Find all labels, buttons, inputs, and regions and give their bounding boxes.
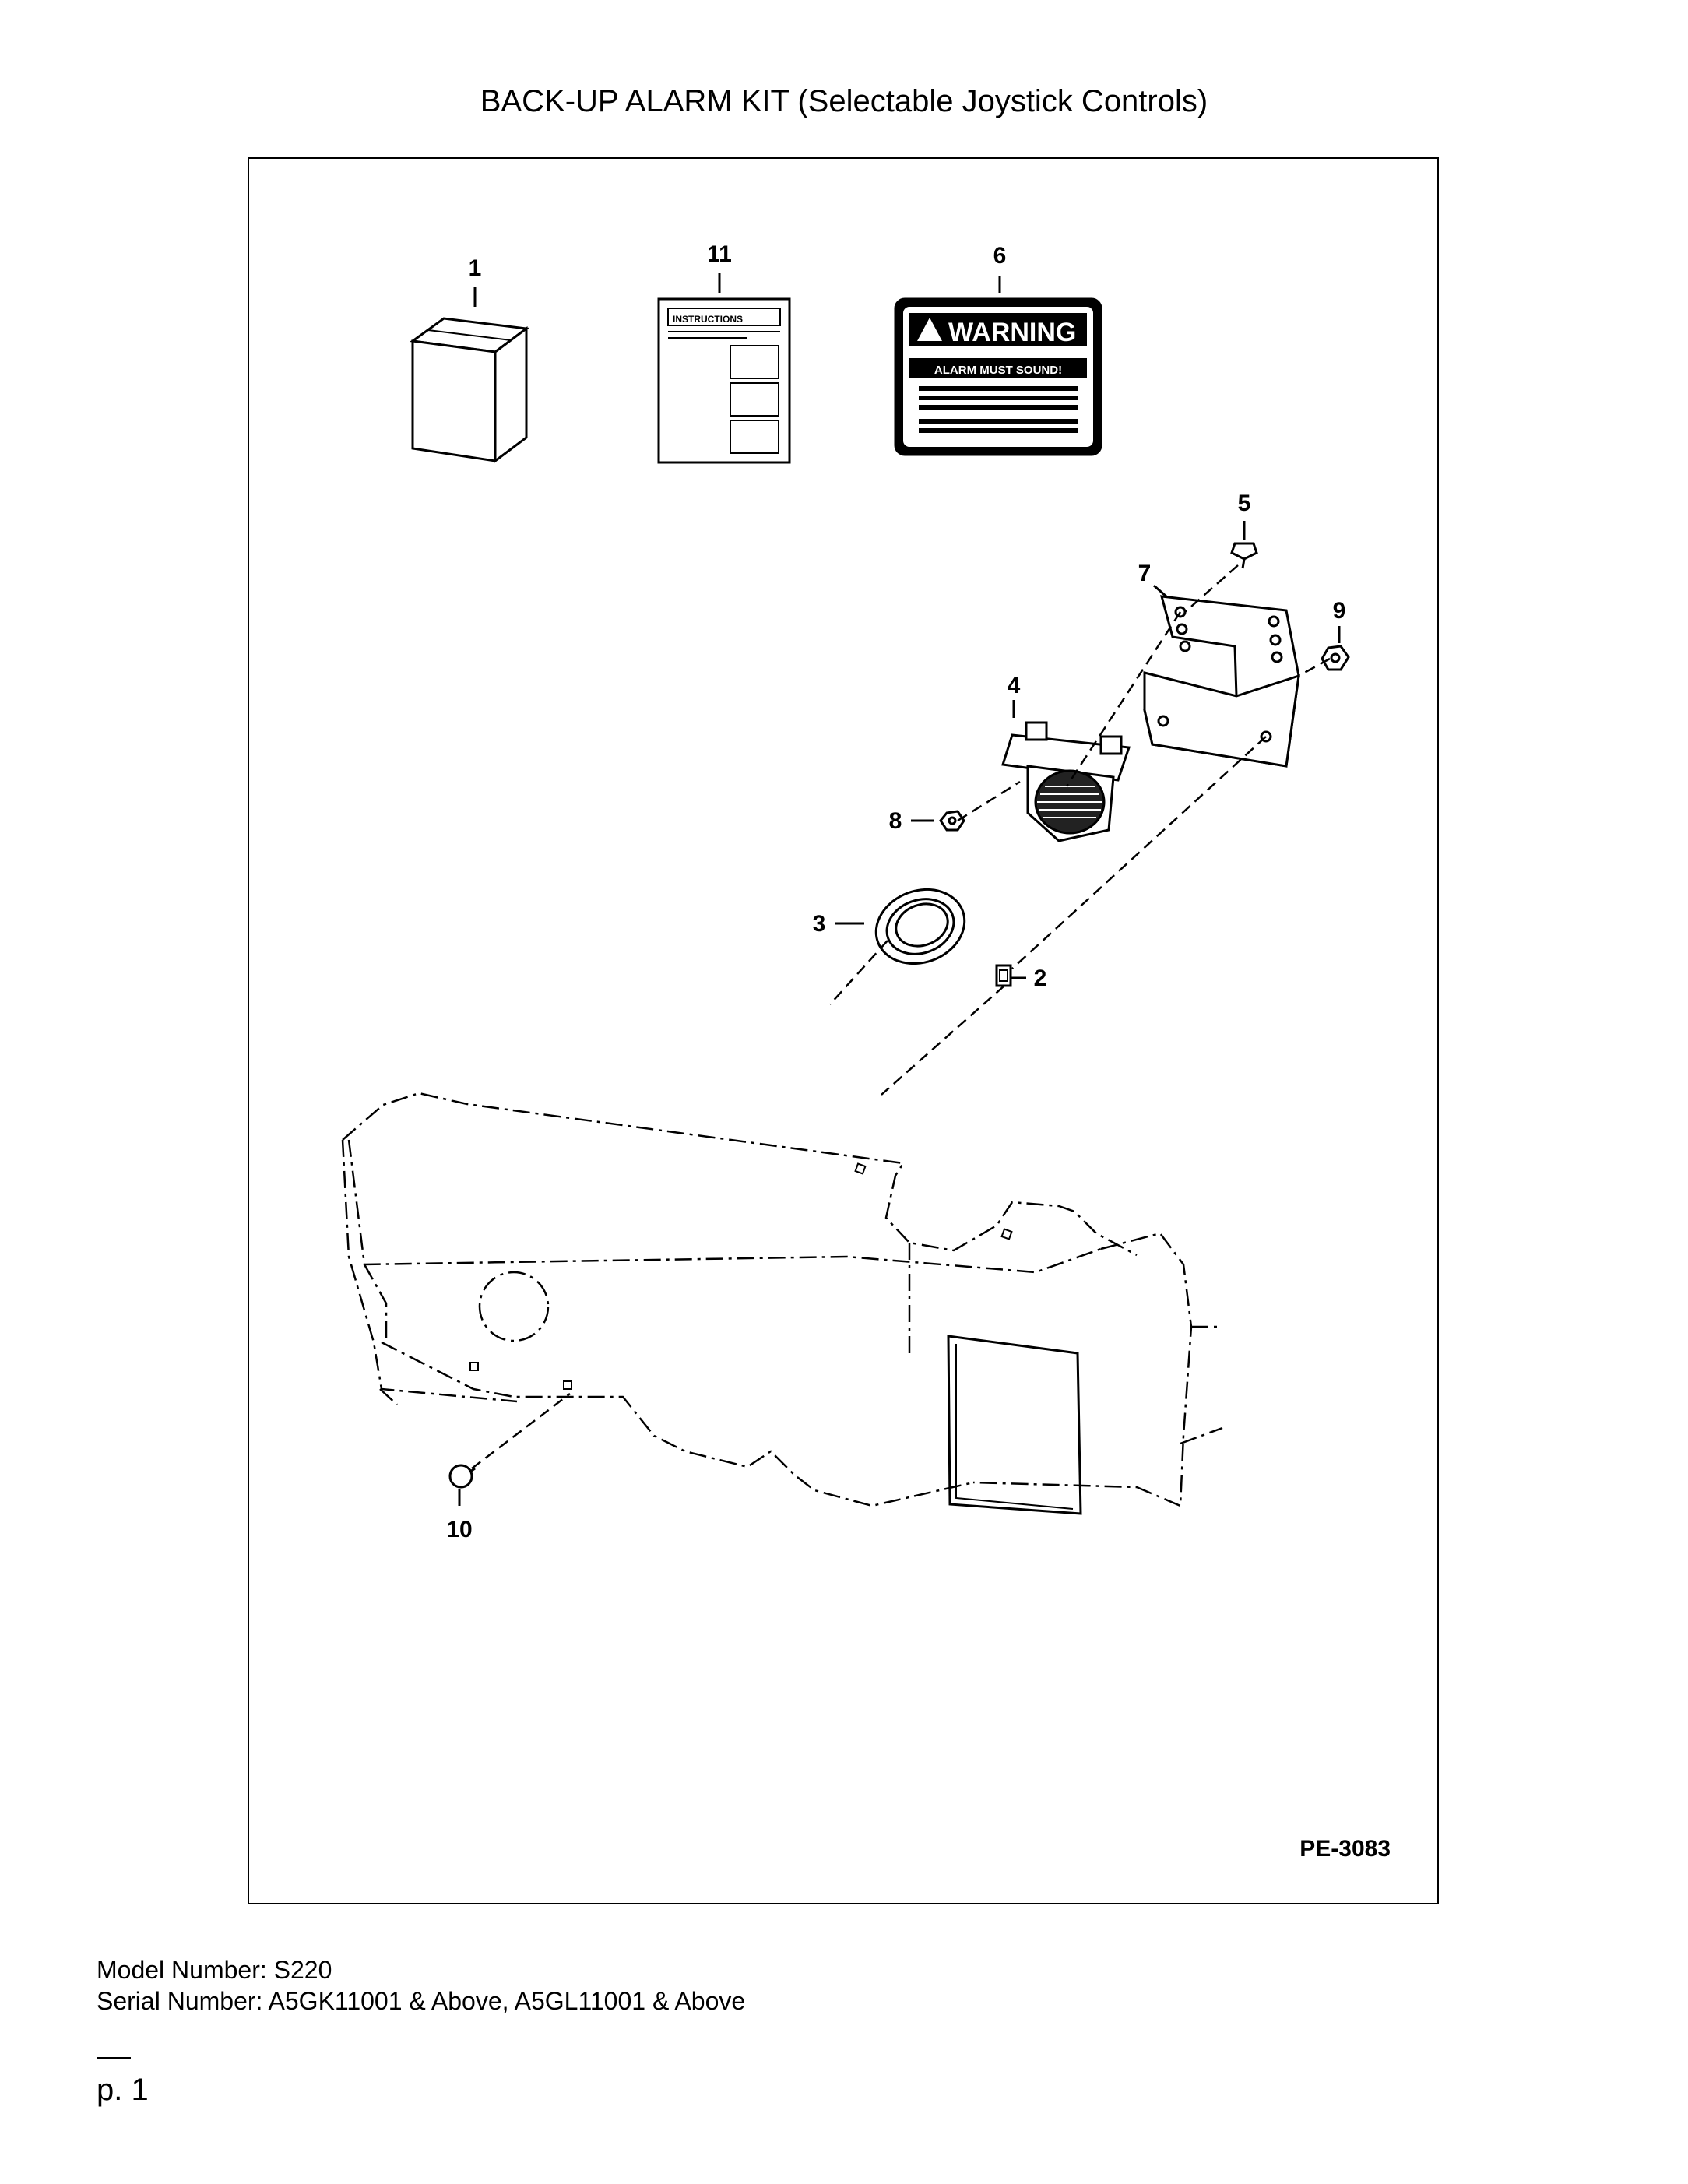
callout-1: 1 xyxy=(469,255,482,281)
machine-housing xyxy=(341,1092,1223,1507)
warning-subheader: ALARM MUST SOUND! xyxy=(934,364,1062,377)
callout-2: 2 xyxy=(1034,965,1047,991)
back-up-alarm xyxy=(1001,721,1131,842)
parts-diagram-frame: INSTRUCTIONS WARNING ALARM MUST SOUND! xyxy=(248,157,1439,1904)
grommet xyxy=(874,888,966,965)
flange-nut xyxy=(1321,645,1350,671)
figure-id: PE-3083 xyxy=(1299,1836,1391,1862)
callout-6: 6 xyxy=(993,243,1007,269)
callout-9: 9 xyxy=(1333,598,1346,624)
kit-box xyxy=(410,317,529,463)
mounting-bracket xyxy=(1143,595,1300,768)
serial-number: Serial Number: A5GK11001 & Above, A5GL11… xyxy=(97,1987,746,2015)
callout-8: 8 xyxy=(889,808,902,834)
hex-nut xyxy=(939,810,965,832)
page-number-rule xyxy=(97,2057,131,2059)
page-title: BACK-UP ALARM KIT (Selectable Joystick C… xyxy=(480,84,1208,118)
callout-7: 7 xyxy=(1138,561,1152,586)
warning-header: WARNING xyxy=(948,318,1076,347)
exploded-parts-diagram: INSTRUCTIONS WARNING ALARM MUST SOUND! xyxy=(341,241,1350,1542)
instructions-sheet xyxy=(657,297,791,464)
bolt xyxy=(1230,542,1258,569)
callout-5: 5 xyxy=(1238,491,1251,516)
warning-decal xyxy=(894,297,1102,456)
model-number: Model Number: S220 xyxy=(97,1956,332,1984)
callout-3: 3 xyxy=(813,911,826,937)
housing-panel xyxy=(947,1335,1082,1515)
plug xyxy=(448,1464,476,1489)
spring-clip xyxy=(995,964,1012,987)
page-number: p. 1 xyxy=(97,2073,149,2107)
callout-10: 10 xyxy=(446,1517,472,1542)
callout-4: 4 xyxy=(1008,673,1021,698)
instructions-label: INSTRUCTIONS xyxy=(673,314,743,325)
callout-11: 11 xyxy=(707,241,732,267)
